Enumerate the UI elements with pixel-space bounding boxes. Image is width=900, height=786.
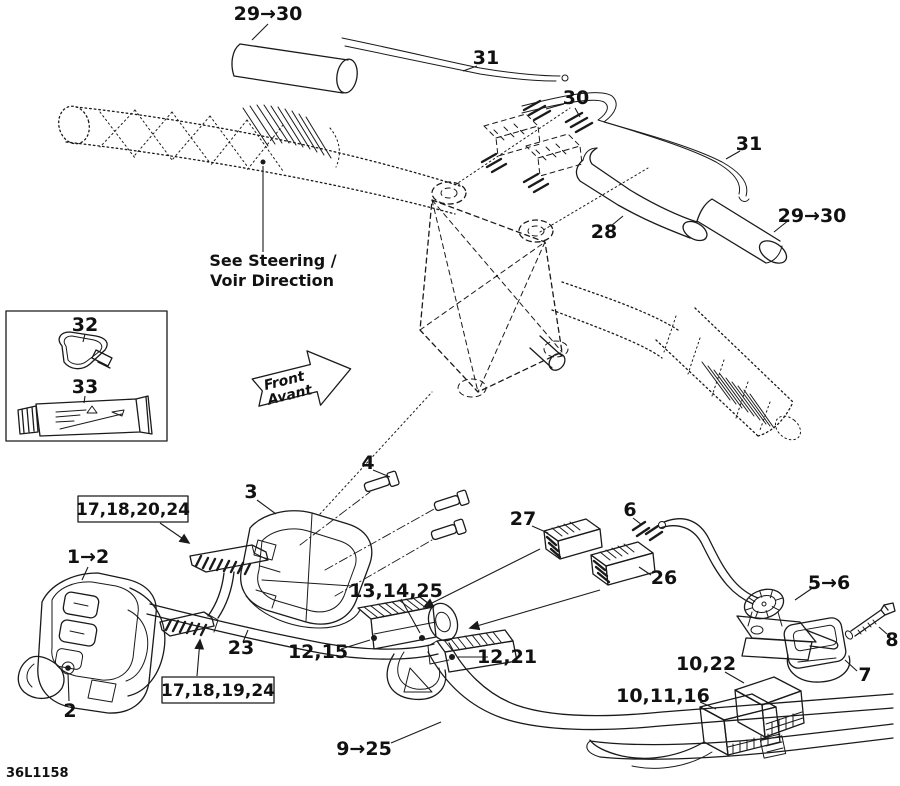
- throttle-cable: [658, 518, 759, 605]
- callout-30: 30: [563, 87, 589, 109]
- callout-29-30-right: 29→30: [778, 205, 847, 227]
- callout-26: 26: [651, 567, 677, 589]
- callout-12-21: 12,21: [477, 646, 537, 668]
- hose-31-top: [341, 37, 569, 82]
- callout-5-6: 5→6: [808, 572, 850, 594]
- bolt-8: [844, 602, 896, 640]
- callout-10-11-16: 10,11,16: [616, 685, 710, 707]
- callout-17-18-20-24: 17,18,20,24: [76, 500, 190, 520]
- connector-ghost-2: [522, 133, 583, 194]
- switch-cluster: [17, 572, 166, 714]
- callout-29-30-left: 29→30: [234, 3, 303, 25]
- callout-10-22: 10,22: [676, 653, 736, 675]
- callout-33: 33: [72, 376, 98, 398]
- connector-26: [590, 541, 656, 586]
- hose-31-right: [521, 92, 750, 202]
- callout-3: 3: [244, 481, 257, 503]
- grip-sleeve-29-30-left: [231, 43, 358, 94]
- callout-23: 23: [228, 637, 254, 659]
- callout-7: 7: [858, 664, 871, 686]
- steering-riser: [319, 107, 649, 515]
- service-kit-box: [5, 310, 168, 442]
- callout-17-18-19-24: 17,18,19,24: [161, 681, 275, 701]
- assembly-arrow-2: [468, 589, 601, 631]
- grip-sleeve-29-30-right: [696, 198, 788, 264]
- callout-box-17-18-19-24: [161, 676, 275, 704]
- screws-4: [299, 470, 470, 597]
- switch-pod-7: [783, 617, 851, 683]
- callout-labels: 29→30 31 30 31 28 29→30 32 33 4 3 17,18,…: [63, 3, 898, 760]
- callout-28: 28: [591, 221, 617, 243]
- connector-17-18-19-24: [159, 611, 219, 637]
- connector-ghost-1: [480, 113, 541, 174]
- connector-17-18-20-24: [189, 544, 269, 619]
- callout-4: 4: [361, 452, 374, 474]
- pins-6: [631, 520, 664, 542]
- see-steering-line2: Voir Direction: [210, 271, 334, 290]
- heat-shrink-sleeves-30: [522, 99, 594, 134]
- sealant-tube-33: [17, 395, 153, 437]
- callout-31-right: 31: [736, 133, 762, 155]
- handlebar-right: [551, 281, 802, 441]
- connector-10-11-16: [589, 693, 787, 769]
- throttle-lever: [736, 588, 839, 661]
- callout-2: 2: [63, 700, 76, 722]
- diagram-code: 36L1158: [6, 766, 69, 781]
- connector-27: [543, 518, 603, 560]
- clamp-32: [58, 331, 113, 370]
- callout-31-top: 31: [473, 47, 499, 69]
- callout-9-25: 9→25: [336, 738, 392, 760]
- housing-3: [240, 510, 373, 629]
- callout-1-2: 1→2: [67, 546, 109, 568]
- connector-cluster-center: [357, 596, 518, 701]
- callout-32: 32: [72, 314, 98, 336]
- callout-27: 27: [510, 508, 536, 530]
- callout-12-15: 12,15: [288, 641, 348, 663]
- see-steering-note: See Steering / Voir Direction: [209, 159, 337, 290]
- callout-leaders: [67, 23, 888, 744]
- harness-23: [146, 603, 439, 660]
- front-direction-arrow: Front Avant: [251, 350, 352, 409]
- callout-box-17-18-20-24: [77, 495, 189, 523]
- callout-13-14-25: 13,14,25: [349, 580, 443, 602]
- callout-6: 6: [623, 499, 636, 521]
- assembly-arrow-1: [422, 548, 541, 608]
- handlebar-half-28: [575, 147, 708, 242]
- handlebar-left: [58, 104, 461, 215]
- callout-8: 8: [885, 629, 898, 651]
- main-harness: [427, 642, 894, 760]
- connector-10-22: [734, 676, 805, 738]
- see-steering-line1: See Steering /: [209, 251, 336, 270]
